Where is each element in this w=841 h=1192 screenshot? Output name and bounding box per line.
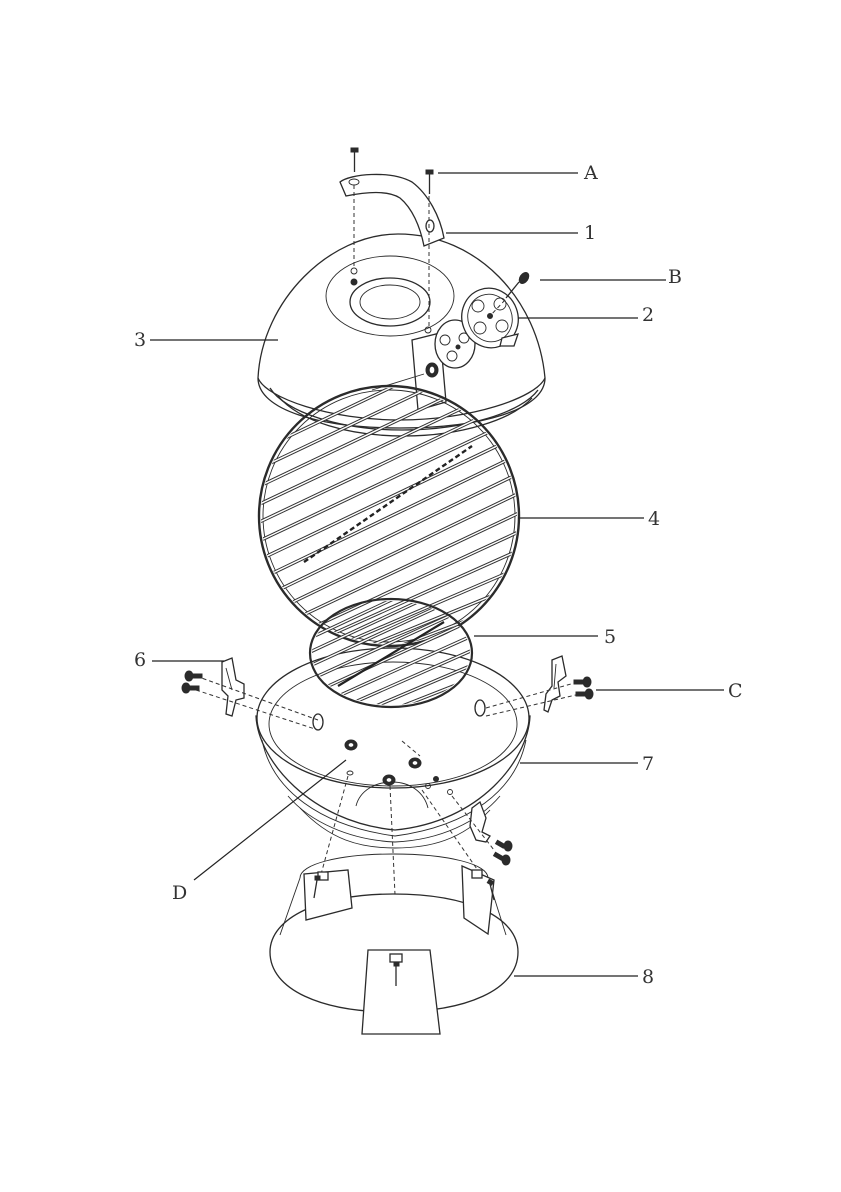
label-8: 8	[642, 966, 654, 988]
screws-c	[574, 677, 593, 699]
screws-left	[182, 671, 202, 693]
label-3: 3	[134, 329, 146, 351]
stand	[270, 854, 518, 1034]
label-5: 5	[604, 626, 616, 648]
label-2: 2	[642, 304, 654, 326]
label-c: C	[728, 680, 743, 702]
label-d: D	[172, 882, 187, 904]
label-7: 7	[642, 753, 654, 775]
label-b: B	[668, 266, 682, 288]
label-a: A	[583, 162, 598, 184]
label-1: 1	[584, 222, 596, 244]
label-6: 6	[134, 649, 146, 671]
label-4: 4	[648, 508, 660, 530]
screws-front	[494, 840, 512, 865]
